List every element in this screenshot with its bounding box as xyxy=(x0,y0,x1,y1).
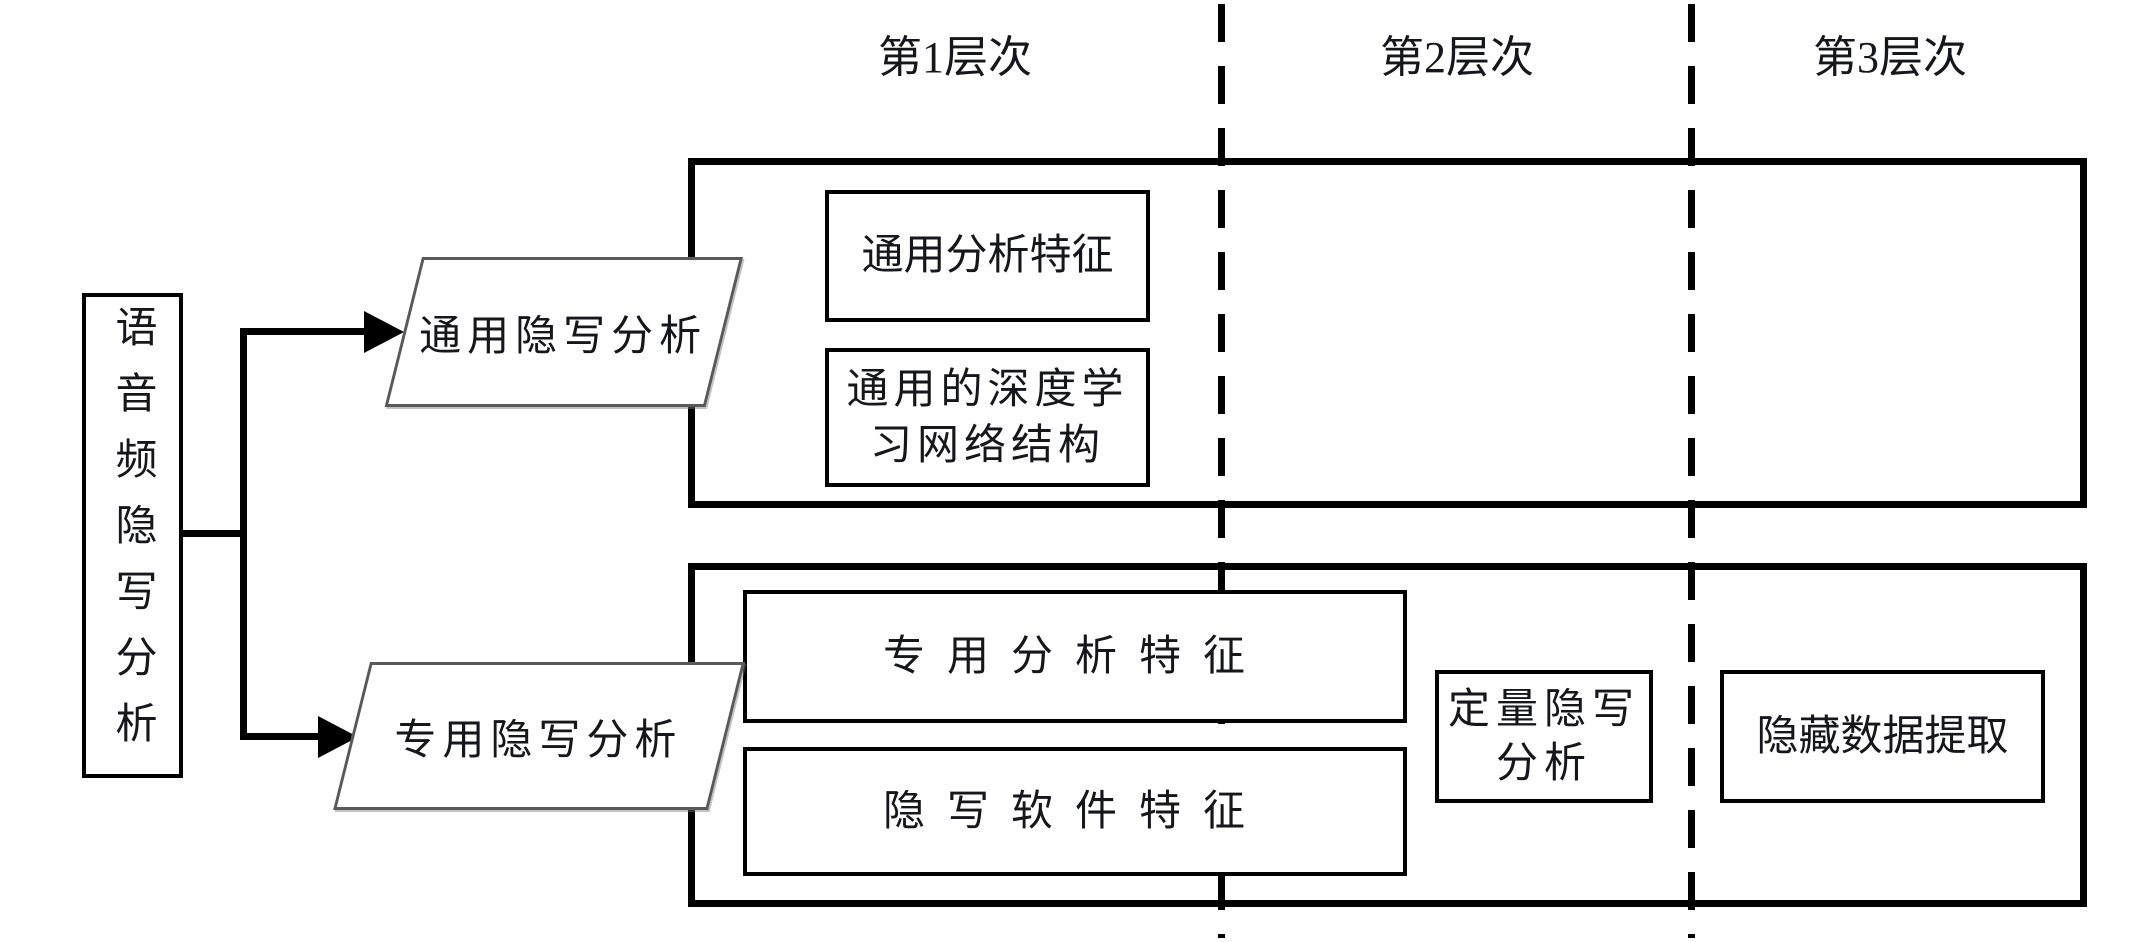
quantitative-steganalysis-box: 定量隐写分析 xyxy=(1435,670,1653,803)
specific-steganalysis-parallelogram: 专用隐写分析 xyxy=(333,662,745,810)
root-node-label: 语音频隐写分析 xyxy=(109,304,155,767)
hidden-data-extraction-label: 隐藏数据提取 xyxy=(1756,713,2009,760)
column-header-level3: 第3层次 xyxy=(1813,33,1967,82)
column-header-level2: 第2层次 xyxy=(1380,33,1534,82)
stego-software-feature-box: 隐写软件特征 xyxy=(743,747,1407,876)
general-steganalysis-label: 通用隐写分析 xyxy=(419,313,708,360)
connector-bottom-arrow-line xyxy=(240,733,322,740)
hidden-data-extraction-box: 隐藏数据提取 xyxy=(1720,670,2045,803)
specific-feature-box: 专用分析特征 xyxy=(743,590,1407,723)
column-header-level1: 第1层次 xyxy=(878,33,1032,82)
arrow-head-top-icon xyxy=(364,311,404,353)
general-feature-box: 通用分析特征 xyxy=(825,190,1150,322)
connector-top-arrow-line xyxy=(240,328,368,335)
general-feature-label: 通用分析特征 xyxy=(861,233,1114,279)
quantitative-steganalysis-label: 定量隐写分析 xyxy=(1447,686,1640,787)
specific-steganalysis-label: 专用隐写分析 xyxy=(395,717,684,764)
general-network-box: 通用的深度学习网络结构 xyxy=(825,348,1150,487)
specific-feature-label: 专用分析特征 xyxy=(882,633,1267,680)
dashed-separator-level2-level3 xyxy=(1688,4,1695,938)
dashed-separator-level1-level2 xyxy=(1218,4,1225,938)
stego-software-feature-label: 隐写软件特征 xyxy=(882,788,1267,835)
root-node-box: 语音频隐写分析 xyxy=(82,293,183,778)
general-steganalysis-parallelogram: 通用隐写分析 xyxy=(384,257,743,407)
general-network-label: 通用的深度学习网络结构 xyxy=(846,366,1129,469)
connector-vertical-line xyxy=(240,328,247,740)
connector-stub-line xyxy=(183,530,245,537)
